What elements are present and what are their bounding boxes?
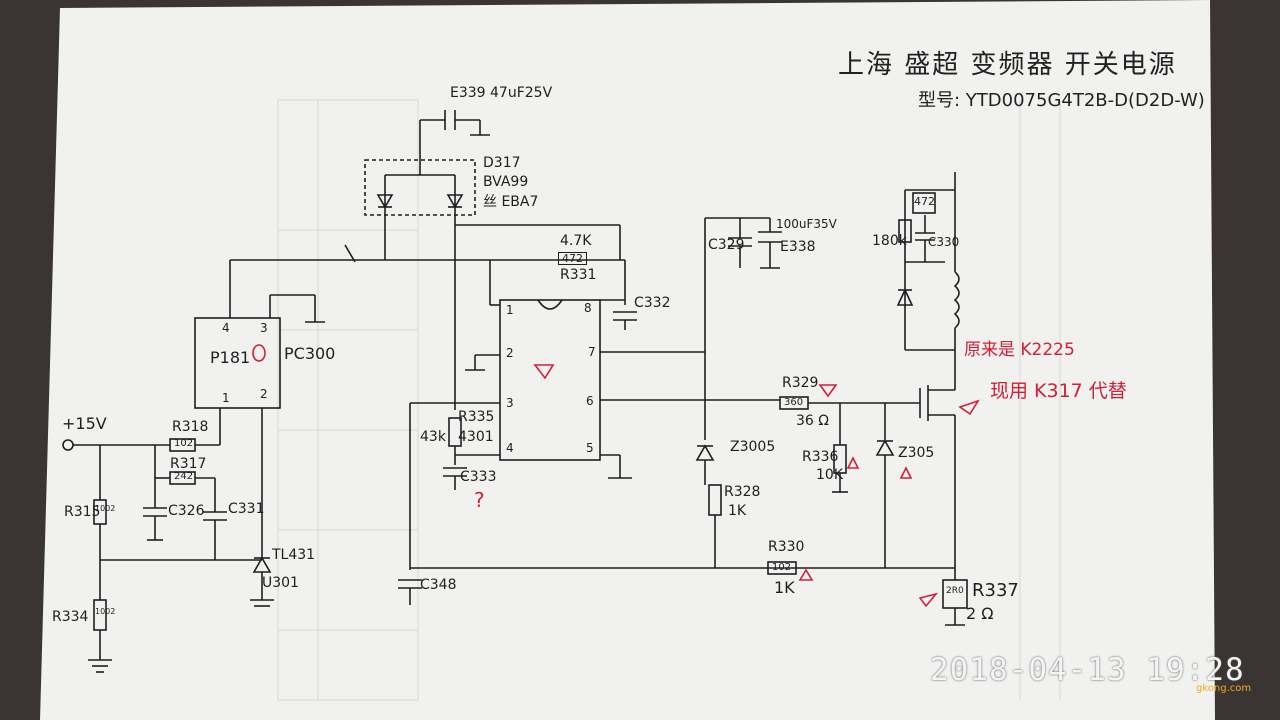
ic-pin-8: 8 xyxy=(584,301,592,315)
pc300-pin-2: 2 xyxy=(260,387,268,401)
label-bva99: BVA99 xyxy=(483,174,529,190)
label-r329: R329 xyxy=(782,375,819,391)
resistor-r329: 360 xyxy=(784,397,804,408)
label-e339: E339 47uF25V xyxy=(450,85,553,101)
label-c326: C326 xyxy=(168,503,205,519)
ic-pin-6: 6 xyxy=(586,394,594,408)
label-eba7: 丝 EBA7 xyxy=(483,194,539,210)
label-c333: C333 xyxy=(460,469,497,485)
label-r315: R315 xyxy=(64,504,101,520)
label-r329-value: 36 Ω xyxy=(796,413,829,429)
ic-pin-5: 5 xyxy=(586,441,594,455)
wires xyxy=(62,110,968,673)
resistor-r315: 1002 xyxy=(95,504,116,513)
pc300-pin-1: 1 xyxy=(222,391,230,405)
label-r330: R330 xyxy=(768,539,805,555)
photo-timestamp: 2018-04-13 19:28 xyxy=(930,652,1245,688)
pc300-pin-3: 3 xyxy=(260,321,268,335)
label-tl431: TL431 xyxy=(272,547,316,563)
label-e338-value: 100uF35V xyxy=(776,217,837,231)
label-r331-value: 4.7K xyxy=(560,233,592,249)
label-r318: R318 xyxy=(172,419,209,435)
label-d317: D317 xyxy=(483,155,521,171)
note-replacement-part: 现用 K317 代替 xyxy=(990,380,1127,402)
ic-pin-4: 4 xyxy=(506,441,514,455)
label-c332: C332 xyxy=(634,295,671,311)
ic-pin-7: 7 xyxy=(588,345,596,359)
resistor-r337: 2R0 xyxy=(946,586,964,596)
ic-pin-3: 3 xyxy=(506,396,514,410)
note-original-part: 原来是 K2225 xyxy=(964,340,1075,360)
label-r334: R334 xyxy=(52,609,89,625)
label-180k: 180k xyxy=(872,233,907,249)
resistor-r331: 472 xyxy=(558,252,587,265)
label-r335-code: 4301 xyxy=(458,429,494,445)
diagram-title: 上海 盛超 变频器 开关电源 xyxy=(838,50,1177,80)
ic-pin-1: 1 xyxy=(506,303,514,317)
label-r336-value: 10K xyxy=(816,467,843,483)
resistor-r334: 1002 xyxy=(95,607,116,616)
label-z305: Z305 xyxy=(898,445,935,461)
label-c330: C330 xyxy=(928,235,960,249)
red-annotations xyxy=(252,344,980,608)
label-c348: C348 xyxy=(420,577,457,593)
resistor-r317: 242 xyxy=(174,471,194,482)
label-r331: R331 xyxy=(560,267,597,283)
label-c329: C329 xyxy=(708,237,745,253)
label-p181: P181 xyxy=(210,348,251,367)
label-15v: +15V xyxy=(62,414,107,433)
label-pc300: PC300 xyxy=(284,344,336,363)
label-c331: C331 xyxy=(228,501,265,517)
site-watermark: gkong.com xyxy=(1196,683,1252,694)
label-r337-value: 2 Ω xyxy=(966,604,994,623)
label-r317: R317 xyxy=(170,456,207,472)
question-mark: ? xyxy=(474,488,485,512)
resistor-r318: 102 xyxy=(174,438,194,449)
resistor-472: 472 xyxy=(914,195,935,208)
label-r335: R335 xyxy=(458,409,495,425)
label-r337: R337 xyxy=(972,580,1019,601)
label-r328-value: 1K xyxy=(728,503,747,519)
model-number: 型号: YTD0075G4T2B-D(D2D-W) xyxy=(918,90,1205,111)
pc300-pin-4: 4 xyxy=(222,321,230,335)
ic-pin-2: 2 xyxy=(506,346,514,360)
label-r335-value: 43k xyxy=(420,429,446,445)
label-u301: U301 xyxy=(262,575,299,591)
label-z3005: Z3005 xyxy=(730,439,776,455)
bleed-through-form xyxy=(277,99,1061,701)
label-r328: R328 xyxy=(724,484,761,500)
label-r330-value: 1K xyxy=(774,578,795,597)
label-e338: E338 xyxy=(780,239,816,255)
resistor-r330: 102 xyxy=(772,562,792,573)
paper-sheet xyxy=(40,0,1215,720)
label-r336: R336 xyxy=(802,449,839,465)
